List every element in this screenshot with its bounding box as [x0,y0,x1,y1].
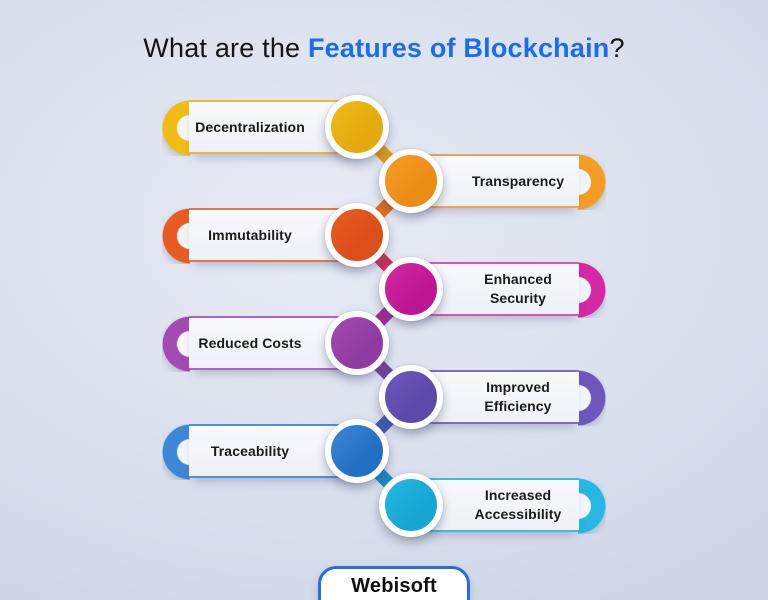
pill-cap [578,478,606,534]
pill-cap [162,316,190,372]
feature-label: Increased Accessibility [474,487,562,522]
feature-row: Reduced Costs [0,311,768,375]
title-highlight: Features of Blockchain [307,33,610,63]
feature-node-circle [379,149,443,213]
feature-row: Immutability [0,203,768,267]
pill-cap [162,100,190,156]
feature-label: Traceability [210,442,290,459]
brand-label: Webisoft [351,575,437,597]
pill-cap [162,208,190,264]
feature-node-circle [379,257,443,321]
pill-cap [578,154,606,210]
pill-cap [578,262,606,318]
feature-label: Enhanced Security [484,271,552,306]
feature-row: Improved Efficiency [0,365,768,429]
feature-node-circle [325,203,389,267]
pill-cap [578,370,606,426]
feature-label: Improved Efficiency [484,379,552,414]
feature-label: Immutability [208,226,292,243]
feature-row: Transparency [0,149,768,213]
feature-label: Decentralization [195,118,305,135]
feature-node-circle [379,365,443,429]
feature-row: Enhanced Security [0,257,768,321]
feature-node-circle [325,419,389,483]
feature-node-circle [325,95,389,159]
feature-node-circle [379,473,443,537]
feature-node-circle [325,311,389,375]
feature-label: Transparency [471,172,565,189]
page-title: What are the Features of Blockchain? [0,33,768,64]
feature-label: Reduced Costs [198,334,302,351]
feature-row: Traceability [0,419,768,483]
brand-logo-box: Webisoft [318,566,470,600]
pill-cap [162,424,190,480]
title-suffix: ? [609,33,625,63]
feature-row: Decentralization [0,95,768,159]
title-prefix: What are the [143,33,308,63]
feature-row: Increased Accessibility [0,473,768,537]
